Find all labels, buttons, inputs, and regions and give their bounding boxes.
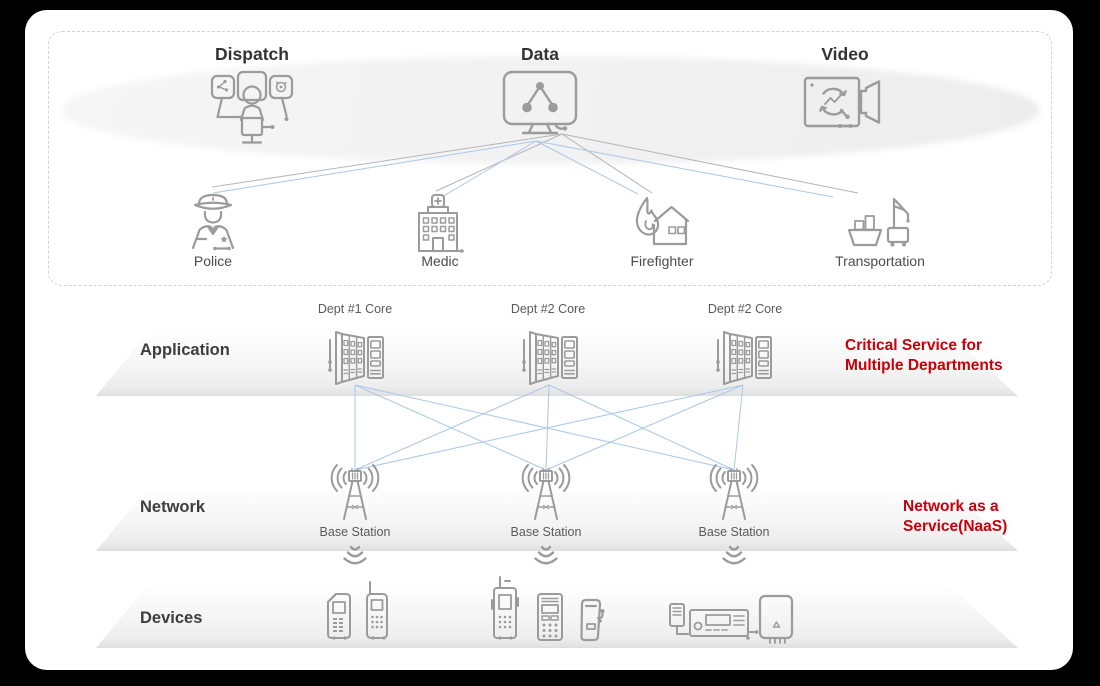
body-worn-device-icon [580, 598, 605, 642]
core-label-3: Dept #2 Core [707, 302, 783, 316]
server-core-icon-1 [327, 331, 384, 385]
application-note-line1: Critical Service for [845, 337, 982, 354]
base-station-icon-1 [330, 464, 380, 520]
services-panel [48, 31, 1052, 286]
downlink-signal-icon-3 [722, 545, 746, 565]
service-title-video: Video [821, 44, 869, 64]
application-note-line2: Multiple Departments [845, 356, 1003, 374]
dispatch-console-icon [210, 70, 294, 144]
network-note-line2: Service(NaaS) [903, 517, 1008, 535]
base-station-label-2: Base Station [510, 525, 582, 539]
department-label-transportation: Transportation [835, 253, 925, 269]
server-core-icon-3 [715, 331, 772, 385]
department-label-police: Police [193, 253, 233, 269]
base-station-label-1: Base Station [319, 525, 391, 539]
feature-phone-icon [327, 593, 351, 640]
service-title-data: Data [521, 44, 559, 64]
burning-house-icon [635, 196, 690, 246]
vehicle-radio-set-icon [669, 603, 759, 640]
police-officer-icon [191, 193, 235, 251]
department-label-medic: Medic [421, 253, 459, 269]
downlink-signal-icon-2 [534, 545, 558, 565]
ship-crane-icon [847, 197, 910, 247]
gateway-box-icon [758, 594, 794, 644]
handheld-radio-icon [491, 576, 519, 640]
layer-label-network: Network [140, 498, 206, 516]
keypad-terminal-icon [537, 593, 563, 641]
radio-handset-icon [366, 581, 388, 640]
network-note: Network as a Service(NaaS) [903, 497, 1007, 536]
department-label-firefighter: Firefighter [630, 253, 694, 269]
layer-label-devices: Devices [140, 609, 203, 627]
service-title-dispatch: Dispatch [215, 44, 289, 64]
base-station-icon-3 [709, 464, 759, 520]
base-station-label-3: Base Station [698, 525, 770, 539]
core-label-1: Dept #1 Core [317, 302, 393, 316]
server-core-icon-2 [521, 331, 578, 385]
network-note-line1: Network as a [903, 498, 999, 515]
base-station-icon-2 [521, 464, 571, 520]
downlink-signal-icon-1 [343, 545, 367, 565]
video-camera-icon [803, 76, 881, 128]
hospital-icon [418, 194, 464, 253]
core-label-2: Dept #2 Core [510, 302, 586, 316]
application-note: Critical Service for Multiple Department… [845, 336, 1003, 375]
data-monitor-icon [502, 70, 578, 135]
layer-label-application: Application [140, 341, 230, 359]
